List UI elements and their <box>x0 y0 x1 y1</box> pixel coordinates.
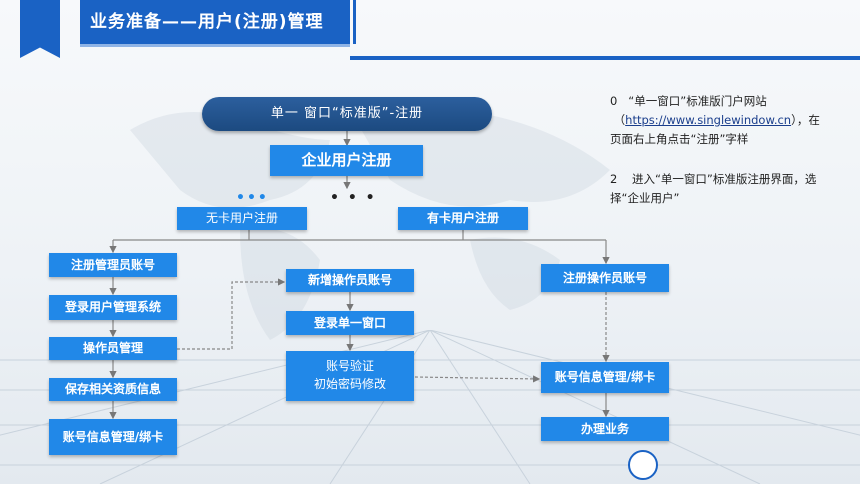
dots-left: ••• <box>236 190 269 206</box>
no-card-register-box: 无卡用户注册 <box>177 207 307 230</box>
verify-line-1: 账号验证 <box>325 359 374 373</box>
note-1-number: 0 <box>610 94 618 108</box>
note-1-open-paren: （ <box>613 113 626 127</box>
verify-line-2: 初始密码修改 <box>313 377 386 391</box>
singlewindow-register-header: 单一 窗口“标准版”-注册 <box>202 97 492 131</box>
note-2-number: 2 <box>610 172 618 186</box>
note-1: 0 “单一窗口”标准版门户网站 （https://www.singlewindo… <box>610 92 820 149</box>
page-title: 业务准备——用户(注册)管理 <box>80 0 356 44</box>
note-2-text: 进入“单一窗口”标准版注册界面，选择“企业用户” <box>610 172 817 205</box>
with-card-register-box: 有卡用户注册 <box>398 207 528 230</box>
left-step-3: 操作员管理 <box>49 337 177 360</box>
middle-step-1: 新增操作员账号 <box>286 269 414 292</box>
header-divider <box>350 56 860 60</box>
left-step-4: 保存相关资质信息 <box>49 378 177 401</box>
singlewindow-link[interactable]: https://www.singlewindow.cn <box>625 113 792 127</box>
note-1-text-b: ），在页面右上角点击“注册”字样 <box>610 113 820 146</box>
note-2: 2 进入“单一窗口”标准版注册界面，选择“企业用户” <box>610 170 820 208</box>
right-step-3: 办理业务 <box>541 417 669 441</box>
right-step-2: 账号信息管理/绑卡 <box>541 362 669 393</box>
dots-right: • • • <box>330 190 377 206</box>
note-1-text-a: “单一窗口”标准版门户网站 <box>628 94 767 108</box>
enterprise-user-register-box: 企业用户注册 <box>270 145 423 176</box>
middle-step-2: 登录单一窗口 <box>286 311 414 335</box>
left-step-2: 登录用户管理系统 <box>49 295 177 320</box>
left-step-1: 注册管理员账号 <box>49 253 177 277</box>
title-underline <box>80 44 350 47</box>
emblem-logo <box>628 450 658 480</box>
left-step-5: 账号信息管理/绑卡 <box>49 419 177 455</box>
right-step-1: 注册操作员账号 <box>541 264 669 292</box>
middle-step-verify: 账号验证 初始密码修改 <box>286 351 414 401</box>
